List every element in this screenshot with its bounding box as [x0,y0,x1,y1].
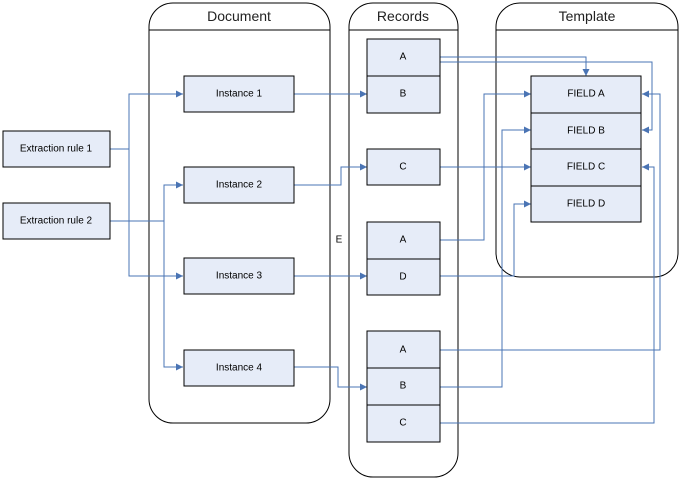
record-group4-a[interactable]: A [366,330,441,369]
instance-3-label: Instance 3 [216,271,263,282]
record-group4-b-label: B [400,381,407,392]
connector-r1a-fieldb [440,61,653,134]
field-a-label: FIELD A [567,89,605,100]
record-group1-a-label: A [400,52,407,63]
connectors [110,56,661,424]
extraction-rule-2-label: Extraction rule 2 [20,216,93,227]
connector-rule1-instance3 [128,149,183,280]
record-group2-c-label: C [399,162,406,173]
instance-4[interactable]: Instance 4 [183,349,295,387]
extraction-rule-2[interactable]: Extraction rule 2 [2,202,111,240]
record-group1-b[interactable]: B [366,75,441,114]
record-group1-a[interactable]: A [366,38,441,77]
records-lane-title: Records [377,8,429,24]
field-d-label: FIELD D [567,199,605,210]
record-group2-c[interactable]: C [366,148,441,186]
record-group3-a-label: A [400,235,407,246]
field-c-label: FIELD C [567,162,605,173]
instance-2-label: Instance 2 [216,180,263,191]
connector-r3d-fieldd [440,200,531,277]
instance-2[interactable]: Instance 2 [183,166,295,204]
connector-rule2-instance2 [110,181,183,222]
connector-r4c-fieldc [440,163,655,424]
connector-instance2-record-c [294,163,367,186]
template-lane-title: Template [559,8,616,24]
record-group4-c[interactable]: C [366,404,441,443]
instance-1-label: Instance 1 [216,89,263,100]
record-group3-d[interactable]: D [366,258,441,296]
field-d[interactable]: FIELD D [530,185,642,223]
record-group3-d-label: D [399,272,406,283]
instance-1[interactable]: Instance 1 [183,75,295,113]
floating-label-e: E [336,235,343,246]
connector-r1a-fielda [440,56,590,76]
field-b[interactable]: FIELD B [530,112,642,150]
connector-instance4-record-b [294,366,367,391]
connector-r4a-fielda [440,90,661,351]
field-c[interactable]: FIELD C [530,148,642,187]
extraction-rule-1[interactable]: Extraction rule 1 [2,130,111,168]
connector-rule1-instance1 [110,90,183,150]
record-group4-a-label: A [400,345,407,356]
instance-3[interactable]: Instance 3 [183,257,295,295]
record-group4-c-label: C [399,418,406,429]
record-group1-b-label: B [400,89,407,100]
connector-rule2-instance4 [163,221,183,371]
connector-r4b-fieldb [440,126,531,388]
field-b-label: FIELD B [567,126,605,137]
field-a[interactable]: FIELD A [530,75,642,114]
document-lane-title: Document [207,8,271,24]
record-group3-a[interactable]: A [366,221,441,260]
instance-4-label: Instance 4 [216,363,263,374]
connector-r3a-fielda [440,90,531,241]
record-group4-b[interactable]: B [366,367,441,406]
extraction-rule-1-label: Extraction rule 1 [20,144,93,155]
